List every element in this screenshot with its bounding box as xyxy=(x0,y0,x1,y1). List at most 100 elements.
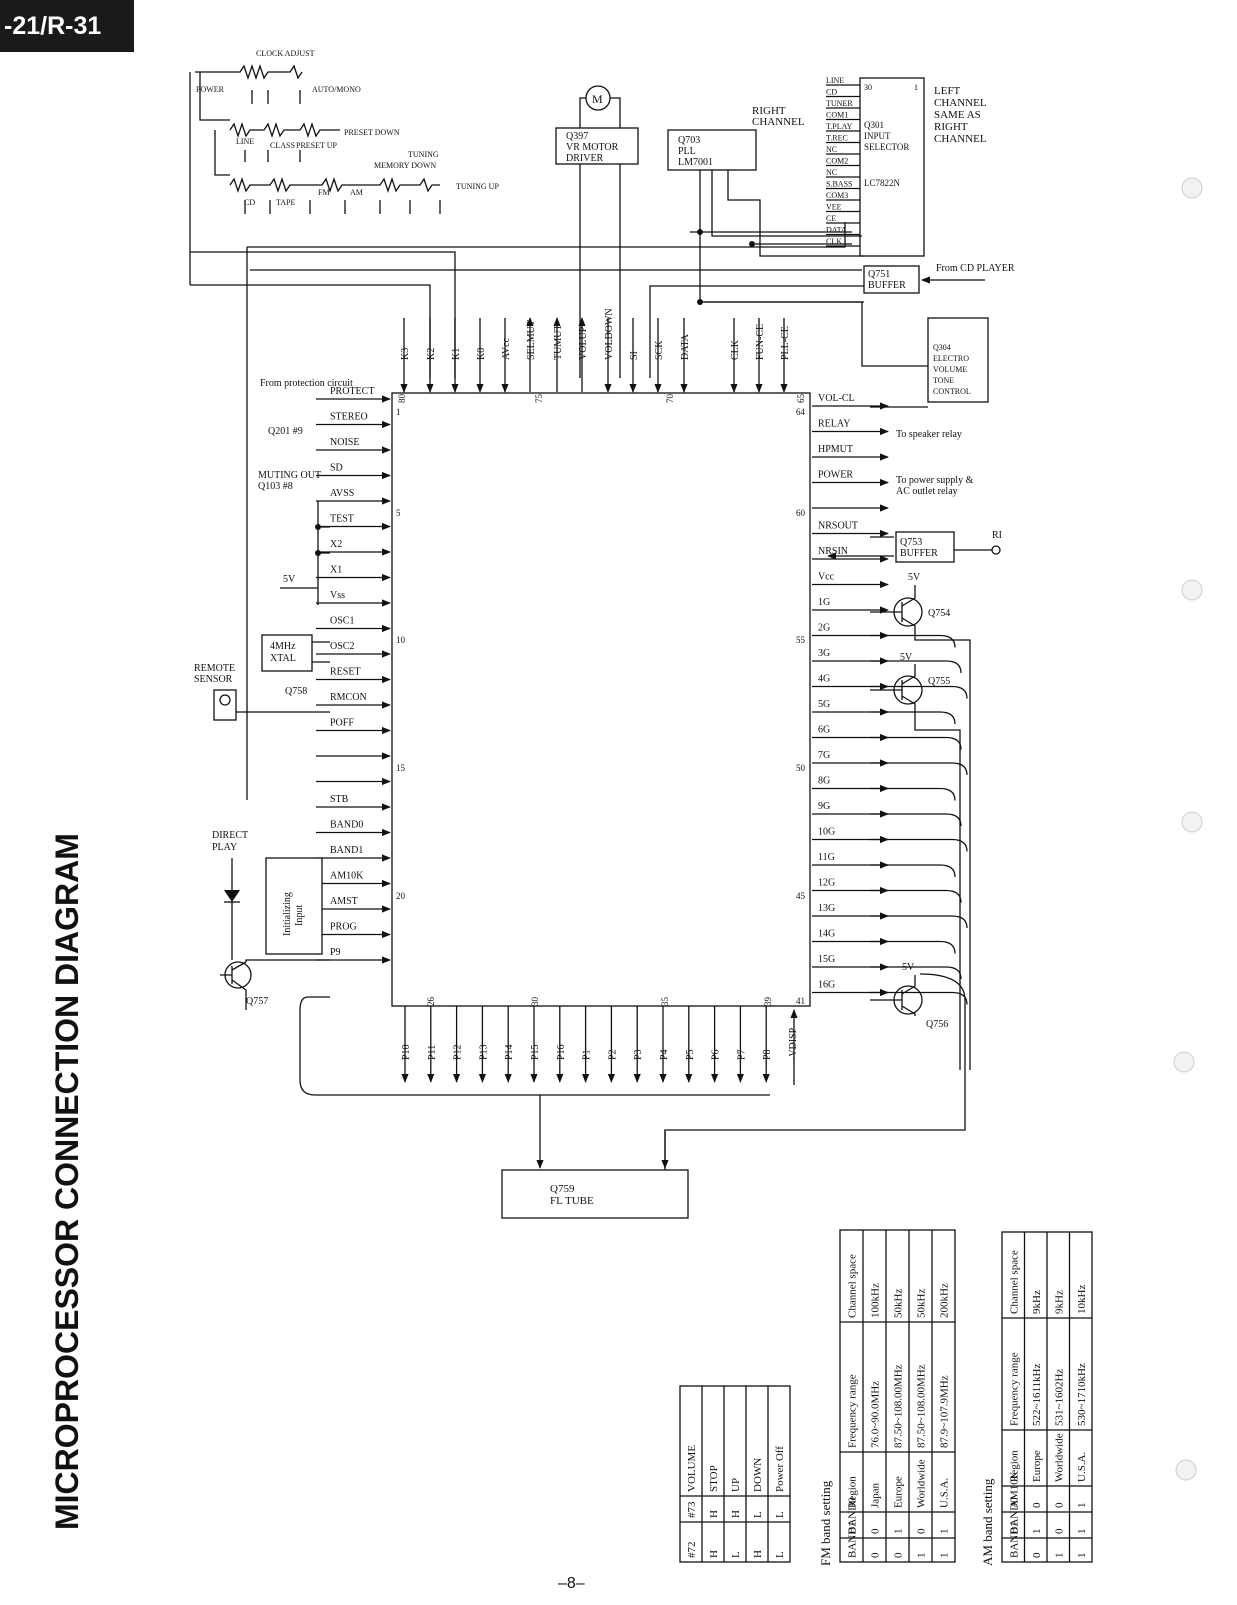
right-pin-5: NRSOUT xyxy=(818,521,858,532)
q703-line3: LM7001 xyxy=(678,157,713,168)
top-pin-data: DATA xyxy=(680,333,691,360)
right-pin-9: 2G xyxy=(818,623,830,634)
q301-input-9: S.BASS xyxy=(826,180,852,189)
amtable-cell-2-4: 531~1602Hz xyxy=(1053,1369,1065,1426)
voltable-cell-1-0: H xyxy=(708,1550,720,1558)
top-pin-volup: VOLUP xyxy=(578,326,589,360)
amtable-cell-2-2: 0 xyxy=(1053,1502,1065,1508)
pin-num-75: 75 xyxy=(534,394,544,404)
right-pin-22: 15G xyxy=(818,954,835,965)
fmtable-cell-0-2: Region xyxy=(847,1476,859,1508)
fmtable-cell-1-0: 0 xyxy=(870,1552,882,1558)
clock-adjust-label: CLOCK ADJUST xyxy=(256,49,315,58)
top-pin-clk: CLK xyxy=(730,339,741,360)
auto-mono-label: AUTO/MONO xyxy=(312,85,361,94)
amtable-cell-3-0: 1 xyxy=(1076,1553,1088,1559)
amtable-cell-3-4: 530~1710kHz xyxy=(1076,1363,1088,1426)
crystal-box xyxy=(261,634,313,672)
fmtable-cell-0-0: BAND1 xyxy=(847,1521,859,1558)
fmtable-cell-2-1: 1 xyxy=(893,1529,905,1535)
amtable-cell-2-5: 9kHz xyxy=(1053,1290,1065,1314)
q301-input-14: CLK xyxy=(826,237,842,246)
muting-out-note: MUTING OUT xyxy=(258,470,321,481)
q753-buffer xyxy=(895,531,955,563)
voltable-cell-1-2: STOP xyxy=(708,1465,720,1492)
fmtable-cell-0-4: Channel space xyxy=(847,1254,859,1318)
bottom-pin-p12: P12 xyxy=(453,1044,464,1060)
left-pin-22: P9 xyxy=(330,947,341,958)
right-pin-17: 10G xyxy=(818,827,835,838)
init-input-line1: Initializing xyxy=(282,892,293,936)
q304-line2: ELECTRO xyxy=(933,354,969,363)
left-pin-8: Vss xyxy=(330,590,345,601)
left-pin-4: AVSS xyxy=(330,488,354,499)
voltable-cell-4-2: Power Off xyxy=(774,1446,786,1492)
left-pin-5: TEST xyxy=(330,514,354,525)
right-channel-line1: RIGHT xyxy=(752,105,786,117)
bottom-pin-p1: P1 xyxy=(582,1049,593,1060)
tuning-up-label: TUNING UP xyxy=(456,182,499,191)
q301-input-10: COM3 xyxy=(826,191,848,200)
amtable-cell-1-5: 9kHz xyxy=(1031,1290,1043,1314)
voltable-cell-3-0: H xyxy=(752,1550,764,1558)
right-channel-line2: CHANNEL xyxy=(752,116,805,128)
motor-symbol: M xyxy=(592,92,603,106)
q755-5v: 5V xyxy=(900,652,913,663)
pin-num-55: 55 xyxy=(796,635,806,645)
amtable-cell-0-1: BAND0 xyxy=(1008,1497,1020,1534)
top-pin-avcc: AVcc xyxy=(501,337,512,360)
page-number: –8– xyxy=(558,1575,585,1592)
right-pins: VOL-CLRELAYHPMUTPOWERNRSOUTNRSINVcc1G2G3… xyxy=(812,393,889,997)
pin-num-60: 60 xyxy=(796,508,806,518)
right-pin-1: RELAY xyxy=(818,419,850,430)
top-pin-fun-ce: FUN-CE xyxy=(755,324,766,360)
q301-label3: SELECTOR xyxy=(864,142,909,152)
pin-num-26: 26 xyxy=(426,997,436,1007)
q301-input-11: VEE xyxy=(826,203,842,212)
fmtable-cell-3-2: Worldwide xyxy=(916,1459,928,1508)
q301-input-7: COM2 xyxy=(826,157,848,166)
vr-motor-driver: M Q397 VR MOTOR DRIVER xyxy=(555,85,639,165)
fmtable-cell-0-3: Frequency range xyxy=(847,1374,859,1448)
amtable-cell-1-1: 1 xyxy=(1031,1529,1043,1535)
pin-num-10: 10 xyxy=(396,635,406,645)
amtable-cell-0-5: Channel space xyxy=(1008,1250,1020,1314)
bottom-pin-p13: P13 xyxy=(478,1044,489,1060)
left-channel-line3: SAME AS xyxy=(934,109,981,121)
q201-note: Q201 #9 xyxy=(268,426,303,437)
left-pin-13: POFF xyxy=(330,718,354,729)
to-power-line1: To power supply & xyxy=(896,475,974,486)
bottom-pin-p10: P10 xyxy=(401,1044,412,1060)
preset-down-label: PRESET DOWN xyxy=(344,128,400,137)
amtable-cell-1-2: 0 xyxy=(1031,1502,1043,1508)
left-pin-17: BAND0 xyxy=(330,820,363,831)
q751-buffer: Q751 BUFFER From CD PLAYER xyxy=(863,263,1015,294)
pin-num-50: 50 xyxy=(796,763,806,773)
amtable-cell-2-0: 1 xyxy=(1053,1553,1065,1559)
right-pin-21: 14G xyxy=(818,929,835,940)
q397-line1: Q397 xyxy=(566,131,588,142)
voltable-cell-2-0: L xyxy=(730,1551,742,1558)
amtable-title: AM band setting xyxy=(980,1478,995,1566)
q751-line1: Q751 xyxy=(868,269,890,280)
pin-num-80: 80 xyxy=(397,394,407,404)
remote-sensor-line1: REMOTE xyxy=(194,663,235,674)
q757-label: Q757 xyxy=(246,996,268,1007)
fmtable-cell-1-1: 0 xyxy=(870,1528,882,1534)
q753-line1: Q753 xyxy=(900,537,922,548)
top-pin-si: SI xyxy=(629,351,640,360)
q301-input-6: NC xyxy=(826,145,837,154)
q755-transistor: 5V Q755 xyxy=(870,652,961,1070)
fmtable-cell-2-2: Europe xyxy=(893,1476,905,1508)
top-pin-tumut: TUMUT xyxy=(553,324,564,360)
left-channel-line4: RIGHT xyxy=(934,121,968,133)
q301-input-3: COM1 xyxy=(826,111,848,120)
q703-line2: PLL xyxy=(678,146,696,157)
top-pin-voldown: VOLDOWN xyxy=(604,308,615,360)
right-pin-16: 9G xyxy=(818,801,830,812)
top-pin-k2: K2 xyxy=(426,348,437,360)
fmtable-frame xyxy=(839,1229,956,1563)
